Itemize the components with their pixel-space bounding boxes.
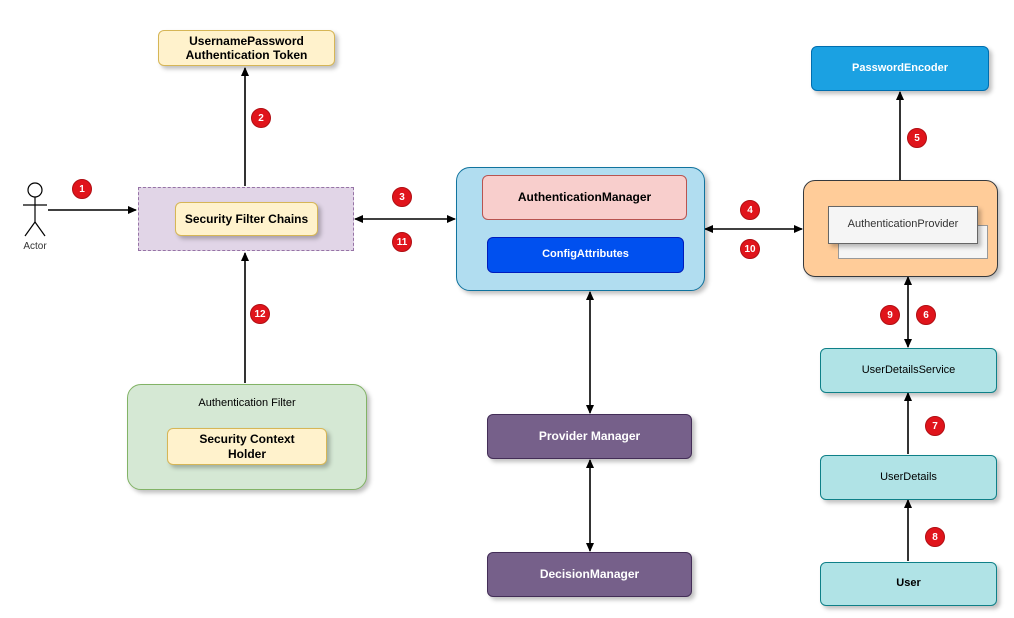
authentication-filter-label: Authentication Filter [198, 397, 296, 409]
password-encoder-node[interactable]: PasswordEncoder [811, 46, 989, 91]
actor-label: Actor [23, 241, 47, 252]
security-filter-chains-node[interactable]: Security Filter Chains [175, 202, 318, 236]
step-badge-5: 5 [907, 128, 927, 148]
security-context-holder-line2: Holder [227, 446, 266, 461]
step-badge-8: 8 [925, 527, 945, 547]
step-badge-11: 11 [392, 232, 412, 252]
security-context-holder-node[interactable]: Security Context Holder [167, 428, 327, 465]
provider-manager-node[interactable]: Provider Manager [487, 414, 692, 459]
step-badge-12: 12 [250, 304, 270, 324]
token-label-line2: Authentication Token [185, 48, 308, 62]
user-node[interactable]: User [820, 562, 997, 606]
token-label-line1: UsernamePassword [189, 33, 304, 48]
user-details-node[interactable]: UserDetails [820, 455, 997, 500]
step-badge-10: 10 [740, 239, 760, 259]
step-badge-2: 2 [251, 108, 271, 128]
username-password-token-node[interactable]: UsernamePassword Authentication Token [158, 30, 335, 66]
security-context-holder-line1: Security Context [199, 432, 295, 447]
decision-manager-node[interactable]: DecisionManager [487, 552, 692, 597]
authentication-provider-node[interactable]: AuthenticationProvider [828, 206, 978, 244]
authentication-manager-node[interactable]: AuthenticationManager [482, 175, 687, 220]
step-badge-9: 9 [880, 305, 900, 325]
step-badge-6: 6 [916, 305, 936, 325]
actor-icon [23, 182, 47, 237]
config-attributes-node[interactable]: ConfigAttributes [487, 237, 684, 273]
step-badge-1: 1 [72, 179, 92, 199]
step-badge-7: 7 [925, 416, 945, 436]
user-details-service-node[interactable]: UserDetailsService [820, 348, 997, 393]
step-badge-4: 4 [740, 200, 760, 220]
step-badge-3: 3 [392, 187, 412, 207]
